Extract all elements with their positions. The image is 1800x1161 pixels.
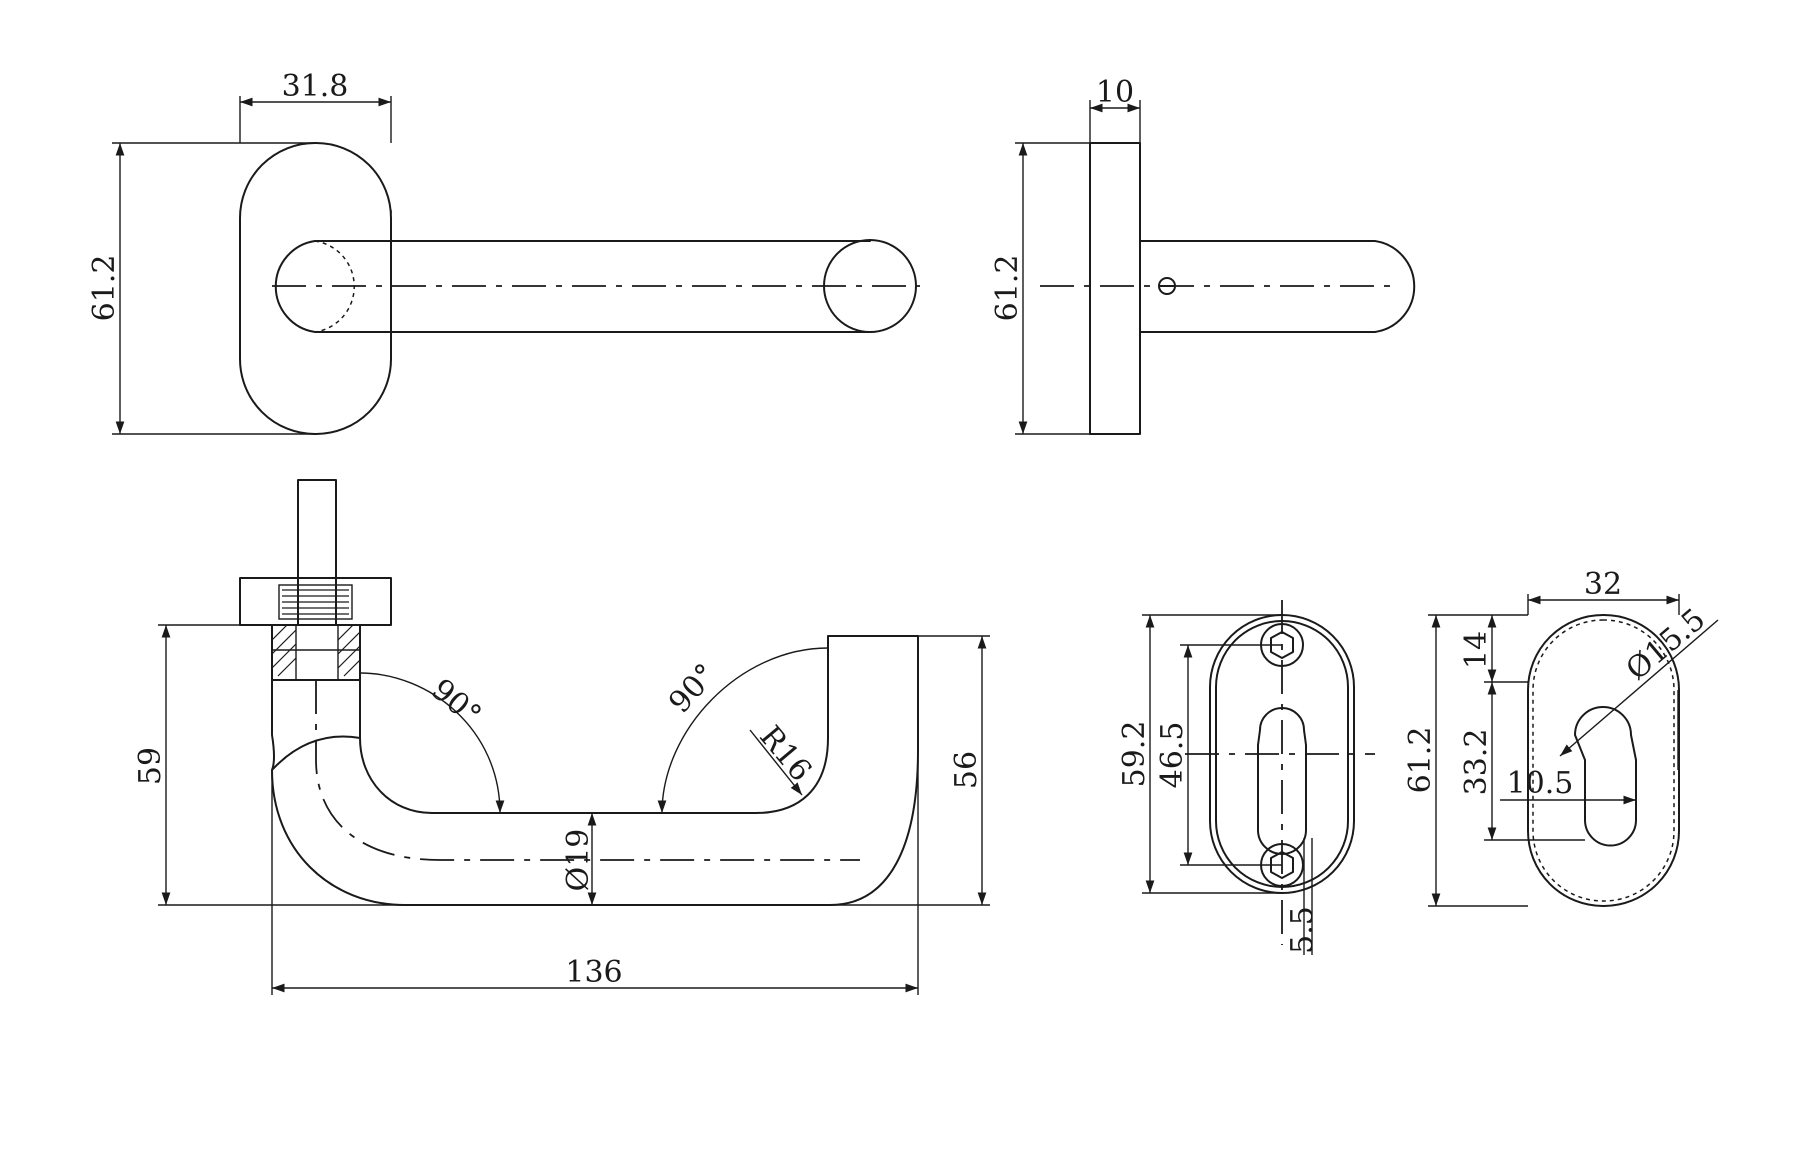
top-view-rose-plate: [239, 142, 392, 435]
dim-lever-left-height: 59: [133, 747, 168, 785]
rose-view: 59.2 46.5 5.5: [1117, 600, 1375, 955]
angle-arc-left: [359, 672, 505, 814]
keyhole-cutout: [1257, 707, 1307, 855]
dim-escutcheon-diameter-leader: [1559, 619, 1719, 757]
escutcheon-outline: [1527, 614, 1680, 907]
dim-side-thickness: 10: [1096, 75, 1134, 110]
angle-arc-right: [657, 647, 829, 814]
radius-label: R16: [752, 719, 818, 788]
angle-right-label: 90°: [662, 657, 724, 720]
spindle: [297, 479, 337, 626]
dim-overall-length: 136: [565, 955, 622, 990]
top-view: 31.8 61.2: [87, 69, 920, 435]
dim-top-height: 61.2: [87, 255, 122, 322]
dim-top-width: 31.8: [282, 69, 349, 104]
cylinder-cutout: [1574, 706, 1637, 847]
dim-escutcheon-height: 61.2: [1403, 727, 1438, 794]
escutcheon-view: 32 61.2 14 33.2 10.5 Ø15.5: [1403, 567, 1719, 907]
dim-lever-right-height: 56: [949, 751, 984, 789]
front-view: 90° 90° R16 Ø19 59 56 136: [133, 479, 990, 995]
dim-rose-spacing: 46.5: [1155, 722, 1190, 789]
dim-diameter: Ø19: [561, 829, 596, 892]
dim-escutcheon-top: 14: [1459, 631, 1494, 669]
side-view-rose: [1089, 142, 1141, 435]
lever-inner-centerline: [315, 680, 860, 861]
dim-escutcheon-width: 32: [1584, 567, 1622, 602]
dim-rose-screw-offset: 5.5: [1285, 906, 1320, 954]
dim-rose-height: 59.2: [1117, 721, 1152, 788]
dim-side-height: 61.2: [990, 255, 1025, 322]
dim-escutcheon-cylinder-length: 33.2: [1459, 729, 1494, 796]
side-view: 10 61.2: [990, 75, 1416, 435]
side-view-lever: [1139, 240, 1416, 333]
dim-escutcheon-diameter: Ø15.5: [1620, 602, 1713, 688]
radius-leader: [749, 729, 803, 796]
angle-left-label: 90°: [424, 672, 487, 733]
dim-escutcheon-cylinder-width: 10.5: [1507, 766, 1574, 801]
